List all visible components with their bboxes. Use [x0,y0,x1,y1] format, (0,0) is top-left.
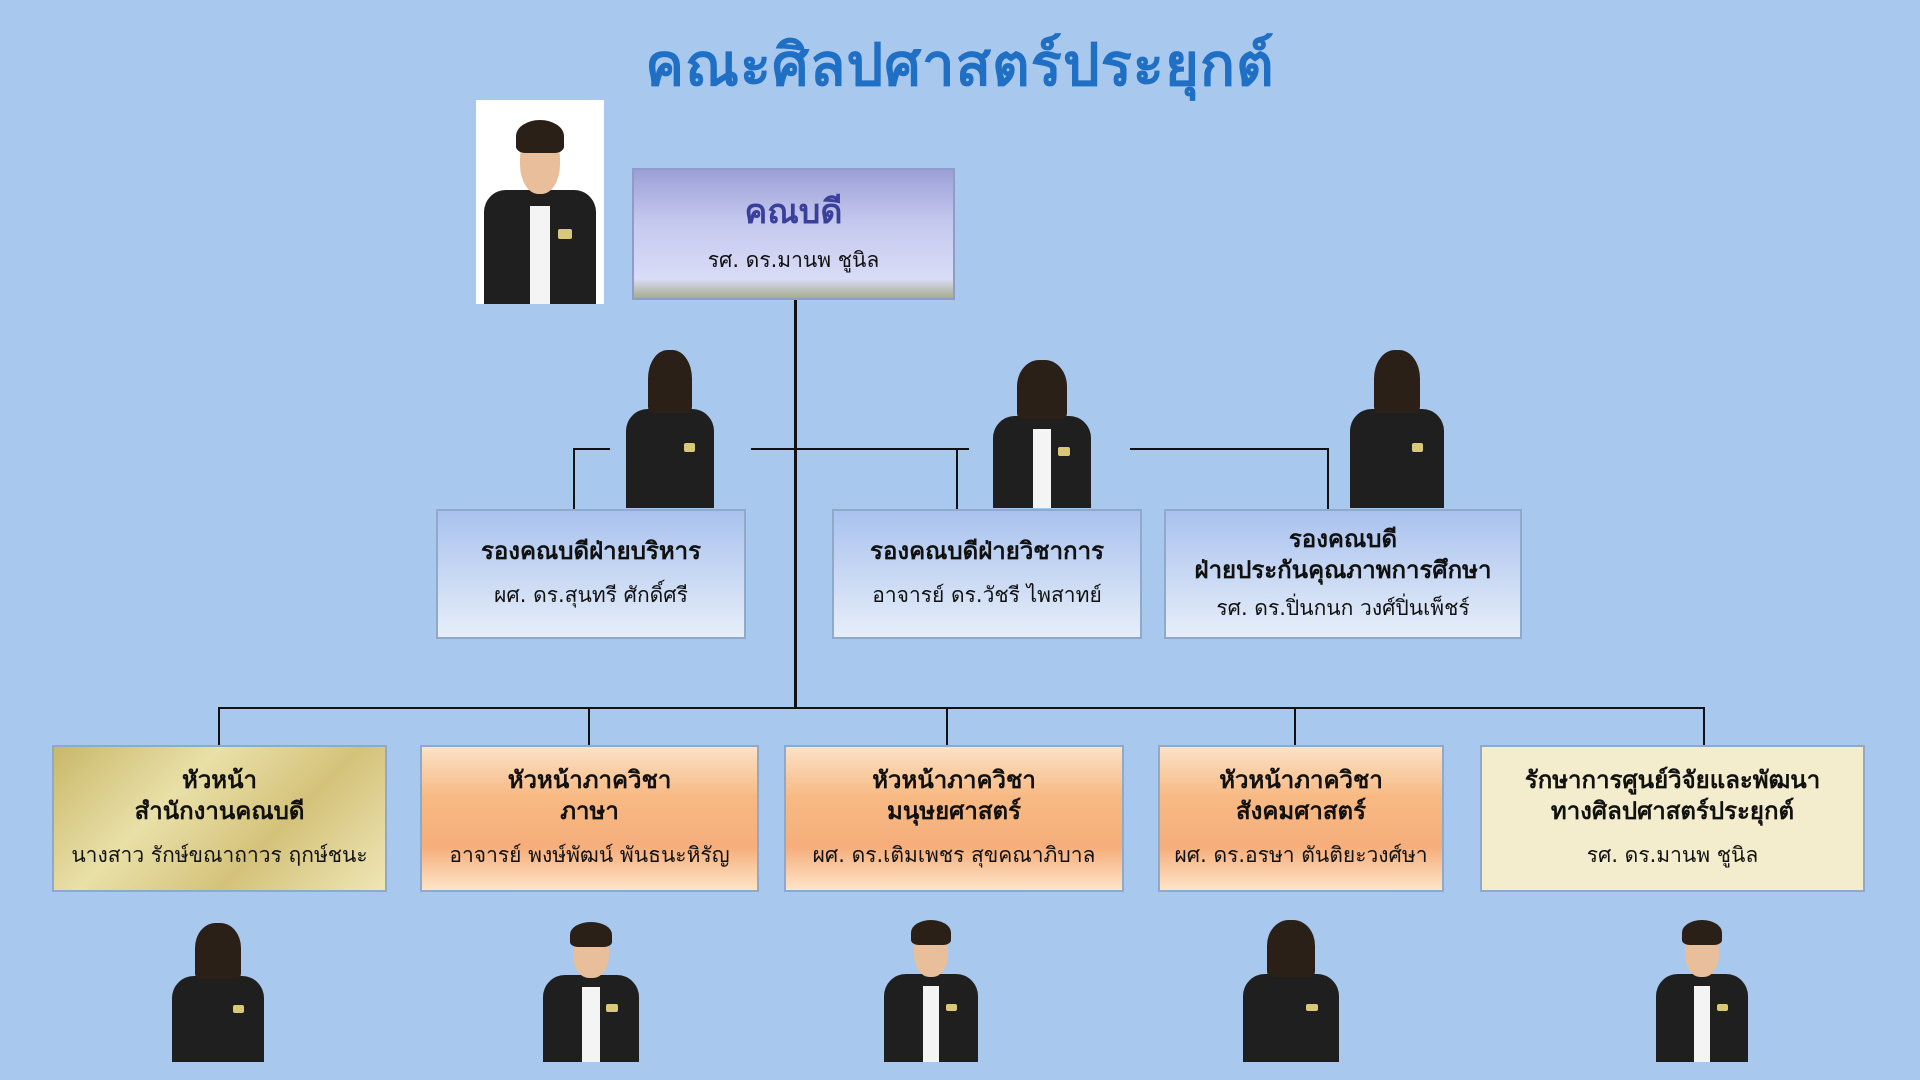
head-office-role-line2: สำนักงานคณบดี [134,797,305,825]
vice-dean-admin-photo [620,332,720,508]
dean-box: คณบดี รศ. ดร.มานพ ชูนิล [632,168,955,300]
connector-vice-left-drop [573,448,575,510]
connector-vice-right-drop [1327,448,1329,510]
connector-vice-right [1130,448,1329,450]
vice-dean-admin-name: ผศ. ดร.สุนทรี ศักดิ์ศรี [494,583,688,607]
vice-dean-quality-name: รศ. ดร.ปิ่นกนก วงศ์ปิ่นเพ็ชร์ [1216,595,1470,620]
vice-dean-academic-photo [986,344,1098,508]
head-humanities-role-line1: หัวหน้าภาควิชา [872,766,1036,794]
vice-dean-academic-role: รองคณบดีฝ่ายวิชาการ [870,537,1104,565]
head-social-science-photo [1236,904,1346,1062]
head-language-name: อาจารย์ พงษ์พัฒน์ พันธนะหิรัญ [449,843,730,867]
vice-dean-quality-photo [1344,332,1450,508]
head-research-center-box: รักษาการศูนย์วิจัยและพัฒนา ทางศิลปศาสตร์… [1480,745,1865,892]
head-office-name: นางสาว รักษ์ขณาถาวร ฤกษ์ชนะ [71,843,368,867]
head-research-center-name: รศ. ดร.มานพ ชูนิล [1586,843,1759,867]
head-social-science-role-line2: สังคมศาสตร์ [1235,797,1367,825]
vice-dean-quality-box: รองคณบดี ฝ่ายประกันคุณภาพการศึกษา รศ. ดร… [1164,509,1522,639]
connector-head-1-drop [218,707,220,746]
connector-vice-left [573,448,610,450]
connector-vice-center-drop [956,448,958,510]
head-research-center-photo [1650,904,1754,1062]
vice-dean-academic-name: อาจารย์ ดร.วัชรี ไพสาทย์ [872,583,1102,607]
head-language-role-line2: ภาษา [560,797,619,825]
dean-role: คณบดี [744,191,843,232]
vice-dean-quality-role-line2: ฝ่ายประกันคุณภาพการศึกษา [1194,555,1492,584]
dean-photo [476,100,604,304]
head-language-role-line1: หัวหน้าภาควิชา [507,766,672,794]
connector-head-3-drop [946,707,948,746]
head-office-box: หัวหน้า สำนักงานคณบดี นางสาว รักษ์ขณาถาว… [52,745,387,892]
head-office-role-line1: หัวหน้า [182,766,257,794]
head-office-photo [166,908,270,1062]
connector-heads-bus [218,707,1705,709]
head-humanities-role-line2: มนุษยศาสตร์ [887,797,1021,825]
head-research-center-role-line1: รักษาการศูนย์วิจัยและพัฒนา [1524,766,1821,794]
head-humanities-box: หัวหน้าภาควิชา มนุษยศาสตร์ ผศ. ดร.เติมเพ… [784,745,1124,892]
page-title: คณะศิลปศาสตร์ประยุกต์ [645,31,1275,99]
vice-dean-quality-role-line1: รองคณบดี [1288,524,1398,553]
connector-head-4-drop [1294,707,1296,746]
vice-dean-admin-role: รองคณบดีฝ่ายบริหาร [480,537,702,565]
connector-head-5-drop [1703,707,1705,746]
vice-dean-academic-box: รองคณบดีฝ่ายวิชาการ อาจารย์ ดร.วัชรี ไพส… [832,509,1142,639]
head-language-photo [536,906,646,1062]
head-language-box: หัวหน้าภาควิชา ภาษา อาจารย์ พงษ์พัฒน์ พั… [420,745,759,892]
dean-name: รศ. ดร.มานพ ชูนิล [707,247,880,272]
connector-head-2-drop [588,707,590,746]
head-social-science-box: หัวหน้าภาควิชา สังคมศาสตร์ ผศ. ดร.อรษา ต… [1158,745,1444,892]
head-social-science-name: ผศ. ดร.อรษา ตันติยะวงศ์ษา [1174,843,1428,867]
connector-vice-center [751,448,969,450]
head-humanities-name: ผศ. ดร.เติมเพชร สุขคณาภิบาล [812,843,1096,867]
head-research-center-role-line2: ทางศิลปศาสตร์ประยุกต์ [1550,797,1795,825]
head-social-science-role-line1: หัวหน้าภาควิชา [1219,766,1383,794]
head-humanities-photo [878,904,984,1062]
vice-dean-admin-box: รองคณบดีฝ่ายบริหาร ผศ. ดร.สุนทรี ศักดิ์ศ… [436,509,746,639]
connector-dean-trunk [794,300,797,709]
